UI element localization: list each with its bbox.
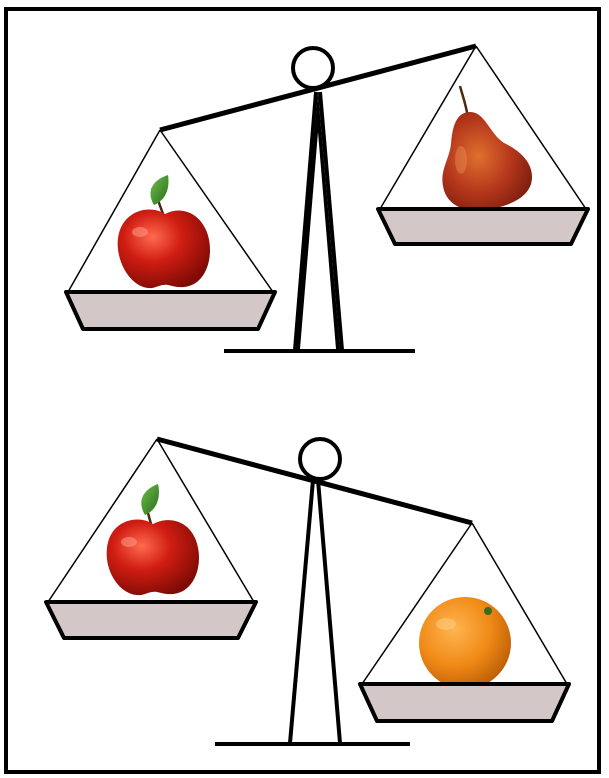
left-pan — [66, 292, 275, 329]
orange-icon — [419, 597, 511, 689]
apple-icon — [107, 484, 199, 595]
bottom-scale — [46, 439, 569, 744]
pear-icon — [442, 86, 532, 210]
scale-stand-left-leg — [295, 92, 316, 350]
scale-pivot — [300, 439, 340, 479]
right-pan — [360, 684, 569, 721]
left-pan — [46, 602, 256, 638]
scale-stand — [296, 92, 340, 349]
scale-stand-left-leg — [290, 480, 313, 743]
scale-stand-right-leg — [318, 480, 340, 743]
apple-icon — [118, 175, 210, 288]
scale-pivot — [293, 48, 333, 88]
right-pan — [378, 209, 588, 244]
scale-stand-right-leg — [320, 92, 342, 350]
top-scale — [66, 46, 588, 351]
